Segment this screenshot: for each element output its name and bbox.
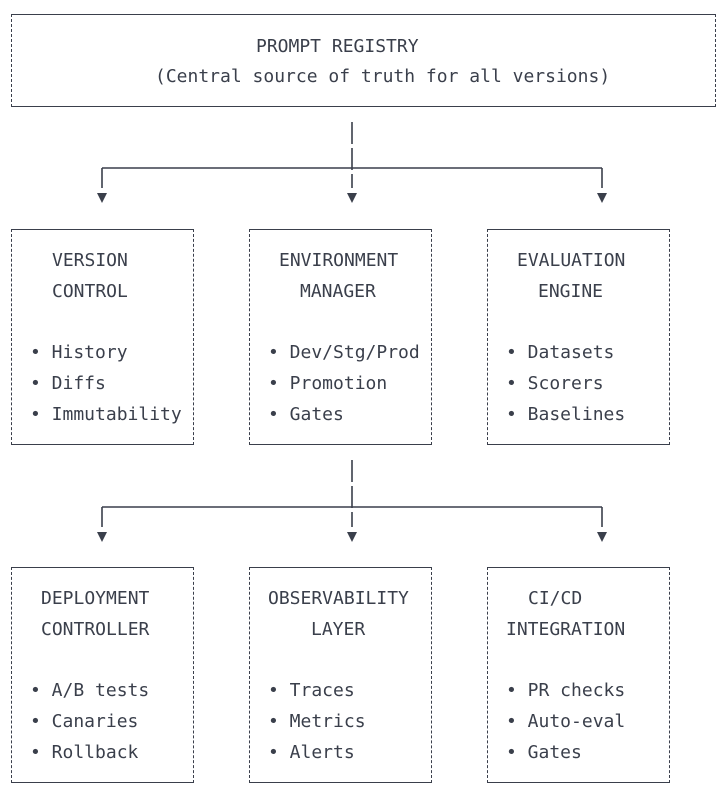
bullet-item: • Metrics — [268, 711, 366, 732]
arrow-head-icon — [597, 532, 607, 542]
box-title-line1: VERSION — [52, 250, 128, 271]
box-title-line2: LAYER — [311, 619, 366, 640]
registry-subtitle: (Central source of truth for all version… — [155, 66, 611, 87]
box-title-line1: EVALUATION — [517, 250, 626, 271]
bullet-item: • A/B tests — [30, 680, 150, 701]
version-control-box: VERSION CONTROL • History • Diffs • Immu… — [11, 229, 194, 445]
bullet-item: • Scorers — [506, 373, 604, 394]
bullet-item: • Gates — [506, 742, 582, 763]
bullet-item: • Promotion — [268, 373, 388, 394]
bullet-item: • Immutability — [30, 404, 182, 425]
ci-cd-integration-box: CI/CD INTEGRATION • PR checks • Auto-eva… — [487, 567, 670, 783]
box-title-line1: ENVIRONMENT — [279, 250, 399, 271]
arrow-head-icon — [597, 193, 607, 203]
bullet-item: • Traces — [268, 680, 355, 701]
prompt-registry-box: PROMPT REGISTRY (Central source of truth… — [11, 14, 716, 107]
bullet-item: • Diffs — [30, 373, 106, 394]
bullet-item: • Auto-eval — [506, 711, 626, 732]
arrow-head-icon — [347, 532, 357, 542]
evaluation-engine-box: EVALUATION ENGINE • Datasets • Scorers •… — [487, 229, 670, 445]
bullet-item: • PR checks — [506, 680, 626, 701]
arrow-head-icon — [97, 193, 107, 203]
box-title-line1: DEPLOYMENT — [41, 588, 150, 609]
deployment-controller-box: DEPLOYMENT CONTROLLER • A/B tests • Cana… — [11, 567, 194, 783]
bullet-item: • Baselines — [506, 404, 626, 425]
bullet-item: • Dev/Stg/Prod — [268, 342, 420, 363]
bullet-item: • Rollback — [30, 742, 139, 763]
bullet-item: • Datasets — [506, 342, 615, 363]
box-title-line2: INTEGRATION — [506, 619, 626, 640]
bullet-item: • Gates — [268, 404, 344, 425]
box-title-line2: ENGINE — [538, 281, 604, 302]
bullet-item: • Canaries — [30, 711, 139, 732]
observability-layer-box: OBSERVABILITY LAYER • Traces • Metrics •… — [249, 567, 432, 783]
environment-manager-box: ENVIRONMENT MANAGER • Dev/Stg/Prod • Pro… — [249, 229, 432, 445]
registry-title: PROMPT REGISTRY — [256, 36, 419, 57]
box-title-line2: MANAGER — [300, 281, 376, 302]
arrow-head-icon — [97, 532, 107, 542]
bullet-item: • Alerts — [268, 742, 355, 763]
box-title-line1: OBSERVABILITY — [268, 588, 409, 609]
box-title-line2: CONTROL — [52, 281, 128, 302]
box-title-line2: CONTROLLER — [41, 619, 150, 640]
box-title-line1: CI/CD — [528, 588, 583, 609]
bullet-item: • History — [30, 342, 128, 363]
arrow-head-icon — [347, 193, 357, 203]
